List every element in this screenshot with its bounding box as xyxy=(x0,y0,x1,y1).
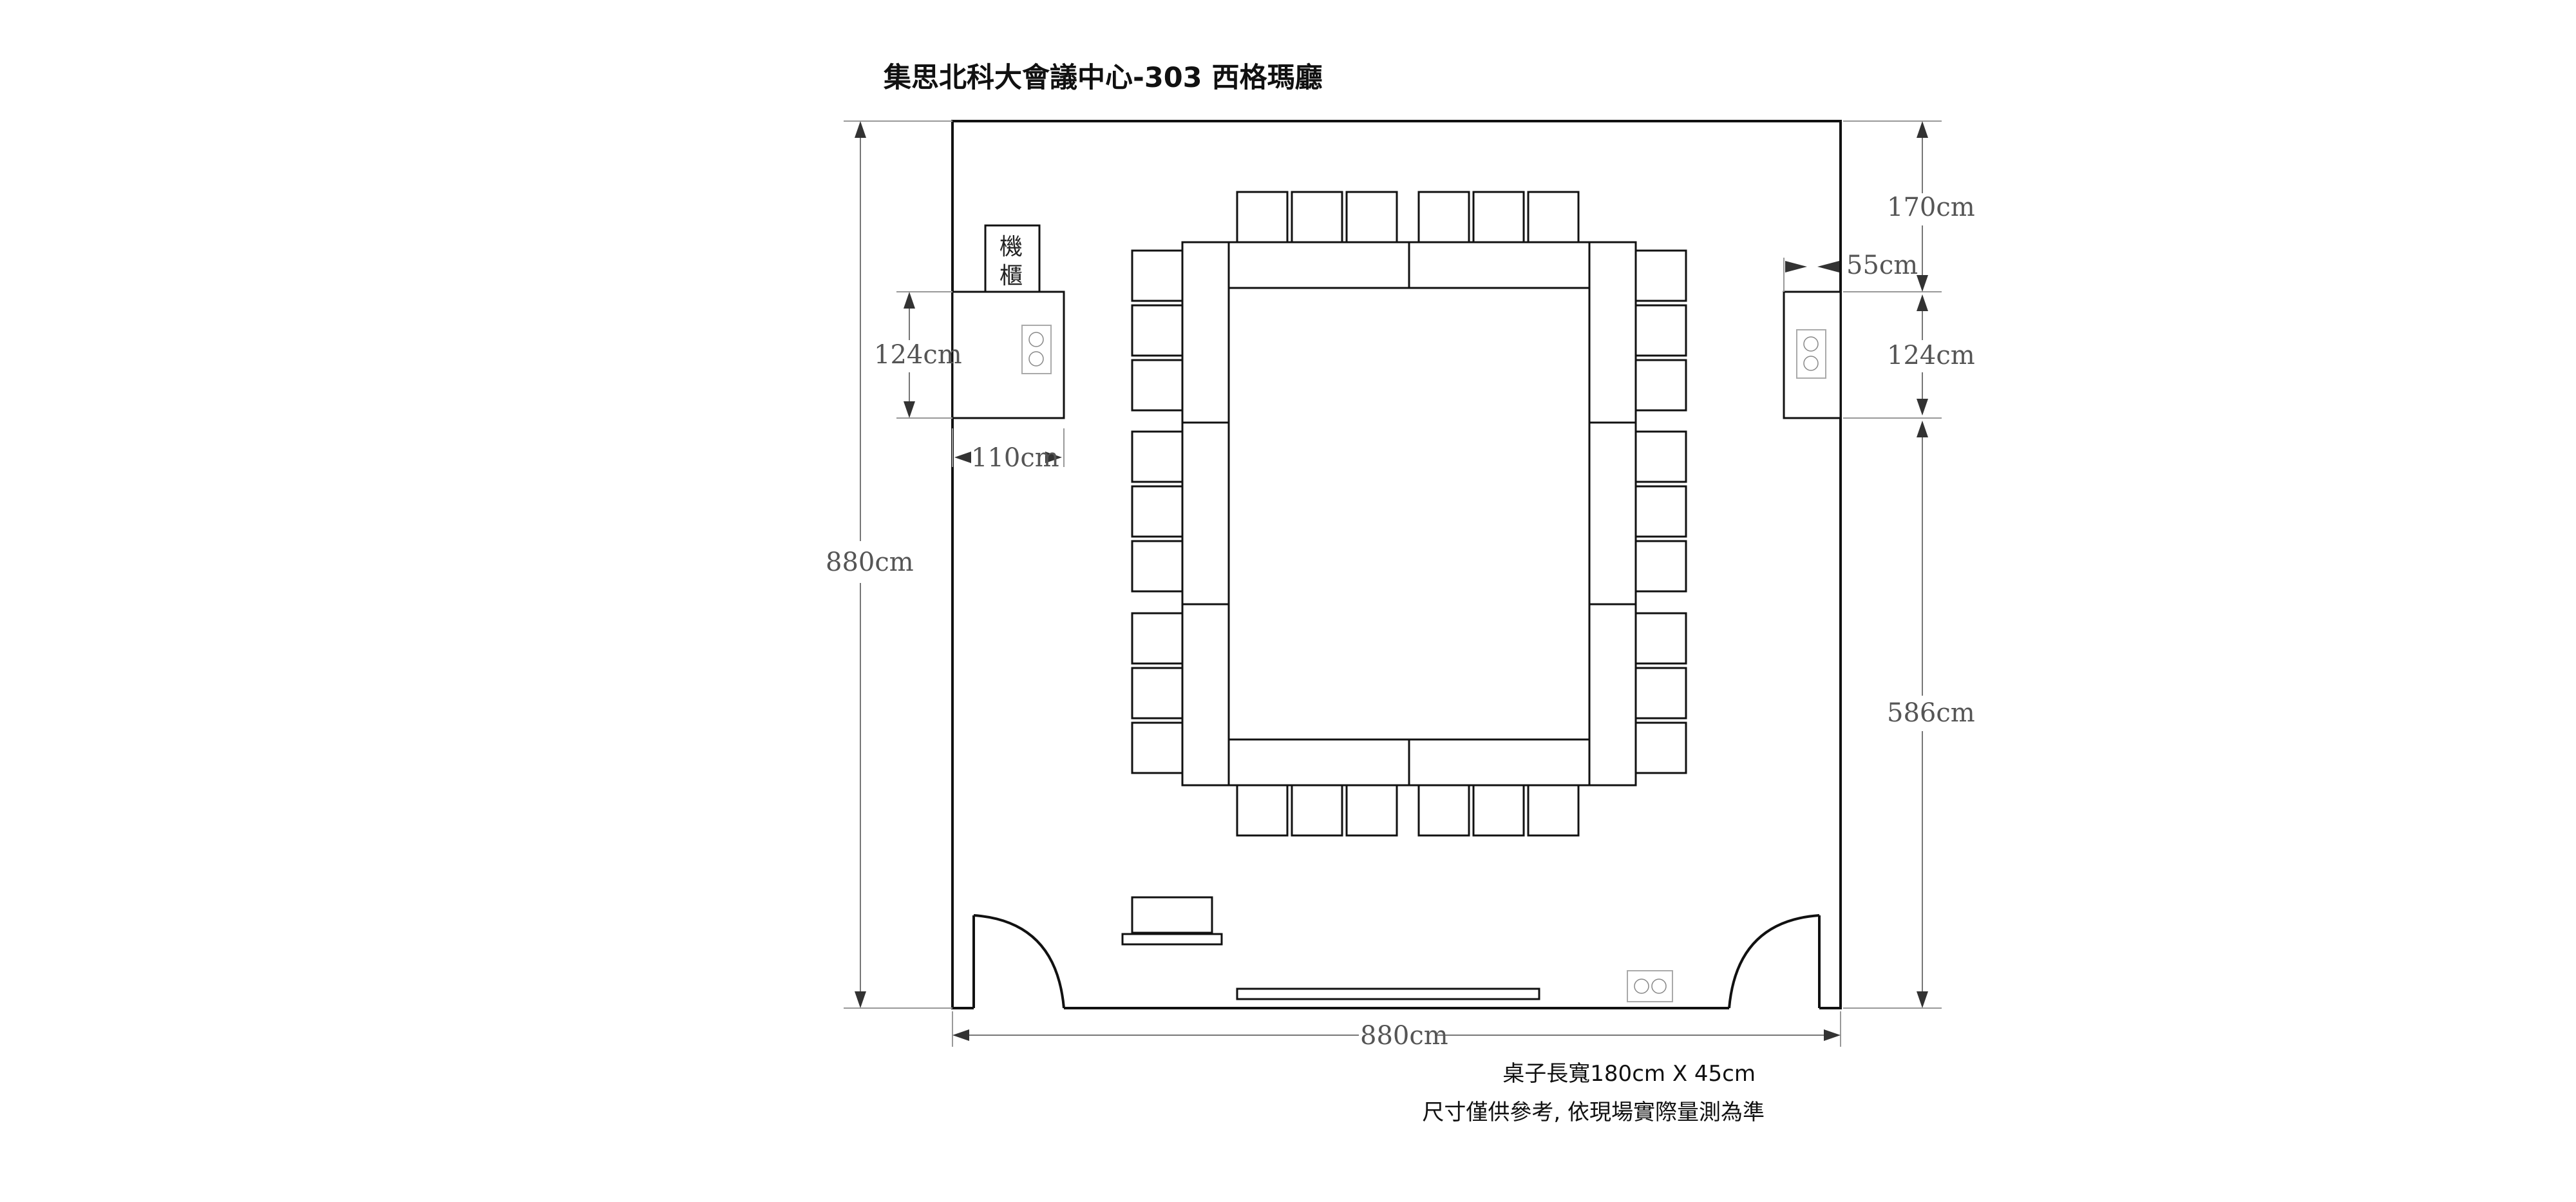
table xyxy=(1227,738,1410,787)
table xyxy=(1408,738,1591,787)
cabinet-label-1: 機 xyxy=(999,234,1023,260)
chair xyxy=(1472,191,1525,243)
screen-icon xyxy=(1236,987,1540,1000)
chair xyxy=(1131,540,1184,593)
chairs-top xyxy=(1236,191,1580,243)
chair xyxy=(1634,304,1687,357)
cabinet-depth-label: 124cm xyxy=(874,340,962,370)
table xyxy=(1588,241,1637,424)
chair xyxy=(1131,249,1184,302)
chair xyxy=(1345,784,1398,837)
chair xyxy=(1131,304,1184,357)
right-pillar-width-label: 55cm xyxy=(1846,251,1918,280)
dimension-room-width: 880cm xyxy=(952,1011,1841,1051)
chair xyxy=(1131,721,1184,774)
chair xyxy=(1417,191,1470,243)
chairs-bottom xyxy=(1236,784,1580,837)
power-outlet-icon xyxy=(1796,329,1826,379)
chair xyxy=(1236,191,1289,243)
chair xyxy=(1345,191,1398,243)
table xyxy=(1181,421,1230,606)
chairs-right xyxy=(1634,249,1687,774)
table xyxy=(1588,421,1637,606)
power-outlet-icon xyxy=(1021,325,1052,374)
right-top-label: 170cm xyxy=(1887,193,1975,222)
chair xyxy=(1634,612,1687,665)
power-outlet-icon xyxy=(1627,970,1673,1002)
chair xyxy=(1472,784,1525,837)
right-bottom-label: 586cm xyxy=(1887,698,1975,728)
cabinet-label-2: 櫃 xyxy=(999,263,1023,289)
dimension-cabinet-width: 110cm xyxy=(952,428,1065,473)
table xyxy=(1181,603,1230,787)
chair xyxy=(1291,784,1343,837)
table xyxy=(1588,603,1637,787)
left-door-icon xyxy=(972,914,1065,1009)
room-width-label: 880cm xyxy=(1360,1021,1448,1051)
lectern-icon xyxy=(1121,896,1223,946)
chair xyxy=(1131,359,1184,412)
chair xyxy=(1236,784,1289,837)
chair xyxy=(1131,485,1184,538)
right-door-icon xyxy=(1728,914,1821,1009)
chair xyxy=(1291,191,1343,243)
chair xyxy=(1131,667,1184,720)
dimension-cabinet-depth: 124cm xyxy=(874,291,962,419)
dimension-right-pillar-width: 55cm xyxy=(1783,251,1918,292)
table xyxy=(1408,241,1591,289)
chairs-left xyxy=(1131,249,1184,774)
room-height-label: 880cm xyxy=(826,548,914,577)
chair xyxy=(1634,721,1687,774)
table xyxy=(1227,241,1410,289)
cabinet: 機 櫃 xyxy=(984,224,1041,293)
table-arrangement xyxy=(1181,241,1637,787)
chair xyxy=(1634,540,1687,593)
chair xyxy=(1527,191,1580,243)
cabinet-width-label: 110cm xyxy=(971,443,1059,473)
chair xyxy=(1131,430,1184,483)
table-size-note: 桌子長寬180cm X 45cm xyxy=(1502,1061,1756,1087)
page-title: 集思北科大會議中心-303 西格瑪廳 xyxy=(883,62,1323,94)
chair xyxy=(1417,784,1470,837)
right-pillar-depth-label: 124cm xyxy=(1887,341,1975,370)
dimension-right-column: 170cm 124cm 586cm xyxy=(1843,120,1975,1009)
chair xyxy=(1527,784,1580,837)
chair xyxy=(1131,612,1184,665)
room-wall xyxy=(951,120,1842,1009)
chair xyxy=(1634,667,1687,720)
chair xyxy=(1634,430,1687,483)
dimension-room-height: 880cm xyxy=(826,120,952,1009)
disclaimer-note: 尺寸僅供參考, 依現場實際量測為準 xyxy=(1422,1100,1765,1125)
chair xyxy=(1634,485,1687,538)
chair xyxy=(1634,249,1687,302)
chair xyxy=(1634,359,1687,412)
table xyxy=(1181,241,1230,424)
